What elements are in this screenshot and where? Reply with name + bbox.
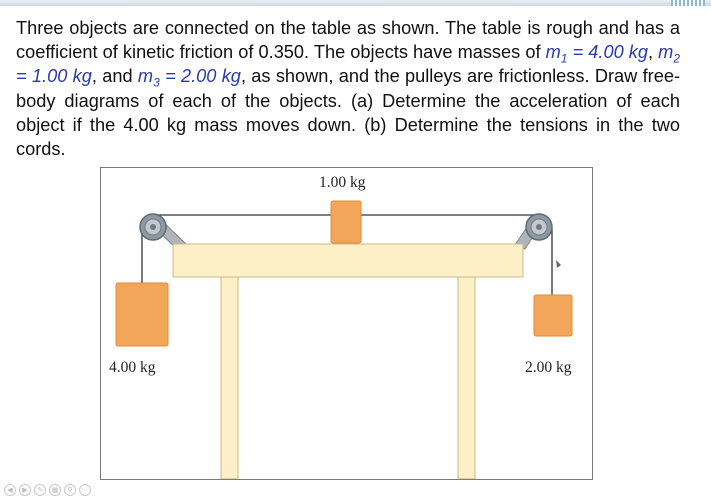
physics-figure: 1.00 kg 4.00 kg 2.00 kg xyxy=(100,167,593,480)
table-right-leg xyxy=(457,276,476,479)
m3-value: = 2.00 kg xyxy=(159,66,241,87)
m2-subscript: 2 xyxy=(673,51,681,66)
block-m2 xyxy=(330,200,362,244)
next-icon[interactable]: ▶ xyxy=(19,484,31,496)
m2-symbol: m xyxy=(658,42,674,63)
pen-icon[interactable]: ✎ xyxy=(34,484,46,496)
block-m1 xyxy=(115,282,169,347)
mass-m3-expression: m3 = 2.00 kg xyxy=(137,66,241,89)
m1-value: = 4.00 kg xyxy=(567,42,649,63)
cursor-arrow-icon xyxy=(556,260,561,268)
problem-statement: Three objects are connected on the table… xyxy=(16,16,680,161)
m1-subscript: 1 xyxy=(560,51,568,66)
problem-text-part2: , as shown, and the pulleys are friction… xyxy=(16,66,680,160)
label-m2: 1.00 kg xyxy=(319,174,366,191)
table-left-leg xyxy=(220,276,239,479)
m2-value: = 1.00 kg xyxy=(16,66,92,87)
slide-nav-controls: ◀ ▶ ✎ ▦ ⚲ ⋯ xyxy=(4,484,91,496)
block-m3 xyxy=(533,294,573,337)
slide-top-bar xyxy=(0,0,711,6)
mass-m1-expression: m1 = 4.00 kg xyxy=(545,42,649,65)
separator-2: , and xyxy=(91,66,138,87)
label-m3: 2.00 kg xyxy=(525,359,572,376)
zoom-icon[interactable]: ⚲ xyxy=(64,484,76,496)
right-pulley-icon xyxy=(525,213,553,241)
m3-symbol: m xyxy=(137,66,154,87)
table-pulley-diagram xyxy=(115,200,573,479)
separator-1: , xyxy=(648,42,659,63)
label-m1: 4.00 kg xyxy=(109,359,156,376)
top-bar-stripes xyxy=(671,0,705,6)
left-pulley-icon xyxy=(139,213,167,241)
more-icon[interactable]: ⋯ xyxy=(79,484,91,496)
mass-m2-expression: m2 = 1.00 kg xyxy=(16,42,680,86)
table-top xyxy=(172,243,524,278)
problem-text-part1: Three objects are connected on the table… xyxy=(16,18,680,63)
m3-subscript: 3 xyxy=(153,76,160,91)
prev-icon[interactable]: ◀ xyxy=(4,484,16,496)
m1-symbol: m xyxy=(545,42,561,63)
slides-icon[interactable]: ▦ xyxy=(49,484,61,496)
